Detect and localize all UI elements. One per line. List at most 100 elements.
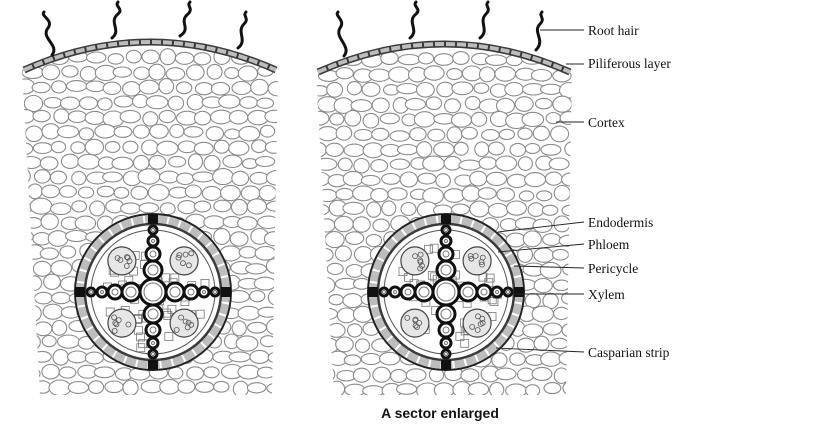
cortex-cell — [346, 232, 364, 245]
cortex-cell — [336, 68, 353, 79]
cortex-cell — [66, 231, 88, 242]
cortex-cell — [21, 157, 41, 169]
cortex-cell — [397, 84, 418, 94]
cortex-cell — [123, 82, 141, 96]
cortex-cell — [114, 187, 129, 198]
cortex-cell — [68, 351, 88, 363]
cortex-cell — [490, 383, 504, 397]
stele-right — [368, 214, 524, 370]
cortex-cell — [474, 83, 489, 93]
left-section — [12, 2, 289, 397]
cortex-cell — [238, 306, 260, 320]
cortex-cell — [257, 367, 274, 378]
cortex-cell — [57, 126, 78, 138]
cortex-cell — [42, 65, 60, 80]
cortex-cell — [270, 52, 284, 64]
cortex-cell — [336, 337, 354, 352]
cortex-cell — [382, 201, 396, 216]
cortex-cell — [541, 144, 561, 155]
cortex-cell — [268, 352, 283, 362]
cortex-cell — [488, 142, 504, 155]
cortex-cell — [169, 156, 186, 167]
cortex-cell — [170, 125, 184, 138]
cortex-cell — [90, 201, 105, 216]
cortex-cell — [353, 368, 370, 382]
cortex-cell — [264, 232, 284, 246]
cortex-cell — [178, 201, 196, 214]
cortex-cell — [259, 186, 276, 201]
cortex-cell — [475, 142, 489, 157]
cortex-cell — [319, 219, 335, 232]
xylem-vessel — [492, 287, 502, 297]
cortex-cell — [148, 185, 169, 201]
cortex-cell — [452, 113, 472, 127]
cortex-cell — [33, 351, 52, 362]
xylem-vessel — [439, 323, 453, 337]
label-xylem: Xylem — [588, 287, 625, 302]
cortex-cell — [204, 155, 220, 171]
xylem-vessel — [149, 226, 157, 234]
xylem-vessel — [166, 283, 184, 301]
cortex-cell — [554, 368, 569, 383]
xylem-vessel — [144, 261, 162, 279]
cortex-cell — [534, 336, 549, 350]
cortex-cell — [470, 171, 487, 186]
cortex-cell — [248, 322, 267, 333]
cortex-cell — [85, 352, 103, 364]
cortex-cell — [267, 319, 284, 334]
right-section — [307, 2, 581, 399]
xylem-vessel — [437, 261, 455, 279]
cortex-cell — [194, 142, 213, 155]
cortex-cell — [133, 125, 149, 138]
cortex-cell — [562, 205, 580, 216]
xylem-vessel — [390, 287, 400, 297]
cortex-cell — [221, 185, 241, 200]
cortex-cell — [71, 142, 85, 154]
casparian-mark — [148, 360, 158, 370]
cortex-cell — [462, 127, 478, 139]
cortex-cell — [328, 324, 346, 338]
cortex-cell — [309, 53, 323, 67]
cortex-cell — [232, 321, 246, 336]
cortex-cell — [34, 322, 52, 336]
cortex-cell — [434, 142, 454, 156]
cortex-cell — [126, 50, 141, 63]
xylem-vessel — [146, 323, 160, 337]
cortex-cell — [495, 67, 516, 82]
xylem-vessel — [149, 350, 157, 358]
xylem-vessel — [108, 285, 122, 299]
cortex-cell — [49, 380, 71, 396]
cortex-cell — [204, 367, 219, 378]
label-endodermis: Endodermis — [588, 215, 653, 230]
cortex-cell — [486, 172, 506, 185]
xylem-vessel — [442, 350, 450, 358]
cortex-cell — [445, 99, 461, 113]
figure-caption: A sector enlarged — [381, 405, 499, 421]
cortex-cell — [250, 350, 269, 363]
cortex-cell — [452, 82, 473, 95]
cortex-cell — [465, 96, 480, 109]
cortex-cell — [518, 128, 532, 139]
cortex-cell — [414, 112, 435, 127]
cortex-cell — [225, 68, 239, 79]
cortex-cell — [519, 191, 533, 201]
cortex-cell — [17, 110, 35, 123]
cortex-cell — [479, 157, 496, 169]
cortex-cell — [436, 174, 451, 188]
cortex-cell — [239, 126, 260, 141]
phloem-patch — [463, 309, 491, 337]
cortex-cell — [308, 234, 325, 247]
cortex-cell — [517, 338, 534, 352]
cortex-cell — [68, 111, 86, 123]
cortex-cell — [257, 98, 274, 108]
cortex-cell — [335, 246, 351, 261]
cortex-cell — [80, 97, 98, 110]
cortex-cell — [507, 201, 527, 215]
cortex-cell — [534, 279, 552, 293]
cortex-cell — [533, 126, 549, 140]
cortex-cell — [15, 264, 32, 274]
cortex-cell — [447, 127, 462, 143]
cortex-cell — [336, 126, 352, 140]
cortex-cell — [565, 142, 579, 156]
